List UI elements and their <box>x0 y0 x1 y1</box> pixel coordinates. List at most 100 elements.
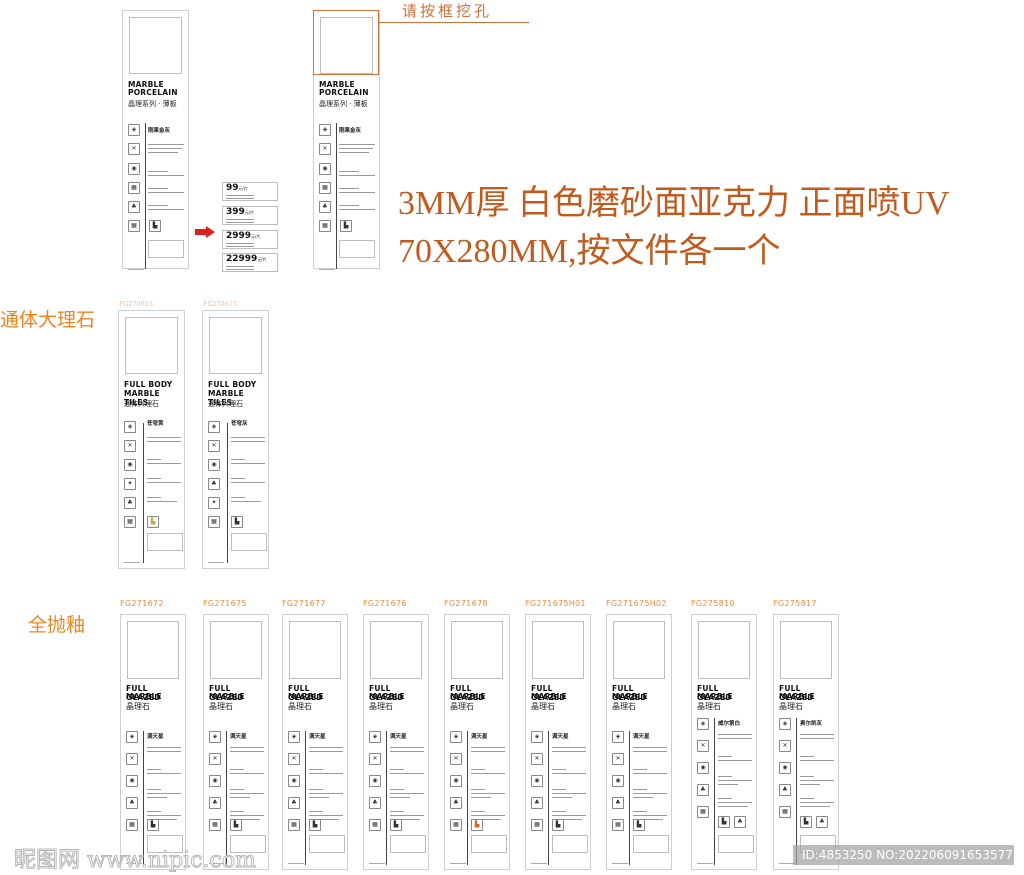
price-value: 99 <box>226 183 239 193</box>
desc-text <box>471 815 505 817</box>
desc-text <box>147 793 181 795</box>
feature-icon: ✕ <box>531 753 543 765</box>
card-title-en-1: FULL GLAZED <box>288 684 323 702</box>
feature-icon: ▙ <box>471 819 483 831</box>
feature-icon: ◉ <box>209 775 221 787</box>
desc-text <box>147 819 177 821</box>
desc-text <box>231 497 245 499</box>
card-title-en-1: FULL GLAZED <box>369 684 404 702</box>
card-title-en-1: FULL GLAZED <box>697 684 732 702</box>
feature-icon: ▦ <box>319 220 331 232</box>
feature-icon: ▦ <box>779 806 791 818</box>
feature-icon: ◉ <box>697 762 709 774</box>
desc-text <box>552 793 586 795</box>
desc-text <box>390 769 404 771</box>
feature-icon: ▦ <box>124 516 136 528</box>
desc-text <box>390 773 424 775</box>
divider-line <box>714 718 715 865</box>
card-title-en-2: MARBLE <box>126 692 162 701</box>
price-tag: 2999元/片 <box>222 230 278 249</box>
section-label-full-glazed: 全抛釉 <box>28 614 86 636</box>
feature-icon: ◉ <box>208 459 220 471</box>
card-title-cn: 晶理系列 · 薄板 <box>319 100 368 108</box>
feature-icon: ✕ <box>208 440 220 452</box>
card-title-en-1: MARBLE <box>128 80 164 89</box>
sample-window <box>613 621 665 679</box>
card-title-cn: 晶理石 <box>612 702 636 711</box>
image-id-bar: ID:4853250 NO:20220609165357777103 <box>793 845 1024 865</box>
desc-text <box>339 171 359 173</box>
desc-text <box>390 811 404 813</box>
feature-icon: ▙ <box>340 220 352 232</box>
desc-text <box>231 478 245 480</box>
desc-text <box>633 793 667 795</box>
card-title-en-2: MARBLE <box>209 692 245 701</box>
feature-icon: ◈ <box>124 421 136 433</box>
desc-text <box>148 205 168 207</box>
card-title-cn: 晶理石 <box>209 702 233 711</box>
product-code: FG271675 <box>203 599 247 608</box>
feature-icon: ▙ <box>149 220 161 232</box>
price-slot <box>471 835 507 853</box>
feature-icon: ♣ <box>208 478 220 490</box>
desc-text <box>552 811 566 813</box>
feature-icon: ▦ <box>126 819 138 831</box>
feature-icon: ♣ <box>734 816 746 828</box>
feature-icon: ◉ <box>779 762 791 774</box>
divider-line <box>548 731 549 865</box>
feature-icon: ▦ <box>288 819 300 831</box>
feature-icon: ▦ <box>319 182 331 194</box>
desc-text <box>471 751 505 753</box>
card-title-cn: 晶理石 <box>531 702 555 711</box>
desc-text <box>552 769 566 771</box>
desc-text <box>800 734 834 736</box>
desc-text <box>718 802 752 804</box>
feature-icon: ◉ <box>288 775 300 787</box>
desc-text <box>552 797 572 799</box>
desc-text <box>800 798 814 800</box>
footer-text <box>697 863 713 864</box>
price-unit: 元/片 <box>251 234 261 239</box>
section-label-full-body: 通体大理石 <box>0 309 96 331</box>
feature-icon: ♣ <box>450 797 462 809</box>
desc-text <box>231 501 261 503</box>
feature-icon: ✕ <box>779 740 791 752</box>
desc-text <box>633 811 647 813</box>
card-title-cn: 晶理石 <box>779 702 803 711</box>
desc-text <box>633 815 667 817</box>
card-title-en-2: MARBLE TILES <box>208 389 244 407</box>
sample-window <box>125 317 178 374</box>
product-name: 满天星 <box>552 734 569 740</box>
desc-text <box>148 209 184 211</box>
sample-window <box>451 621 503 679</box>
price-unit: 元/片 <box>238 186 248 191</box>
feature-icon: ✕ <box>369 753 381 765</box>
sample-window <box>370 621 422 679</box>
desc-text <box>390 815 424 817</box>
desc-text <box>633 819 663 821</box>
desc-text <box>147 789 161 791</box>
feature-icon: ◉ <box>128 163 140 175</box>
card-title-en-2: MARBLE <box>288 692 324 701</box>
card-title-en-1: FULL GLAZED <box>209 684 244 702</box>
desc-text <box>231 463 265 465</box>
feature-icon: ◉ <box>612 775 624 787</box>
feature-icon: ◉ <box>531 775 543 787</box>
feature-icon: ▙ <box>633 819 645 831</box>
product-code: FG270613 <box>119 301 154 308</box>
desc-text <box>718 756 732 758</box>
sample-window <box>129 17 182 74</box>
feature-icon: ◈ <box>450 731 462 743</box>
feature-icon: ◈ <box>208 421 220 433</box>
feature-icon: ♣ <box>816 816 828 828</box>
feature-icon: ♣ <box>319 201 331 213</box>
price-slot <box>633 835 669 853</box>
desc-text <box>147 478 161 480</box>
desc-text <box>552 773 586 775</box>
